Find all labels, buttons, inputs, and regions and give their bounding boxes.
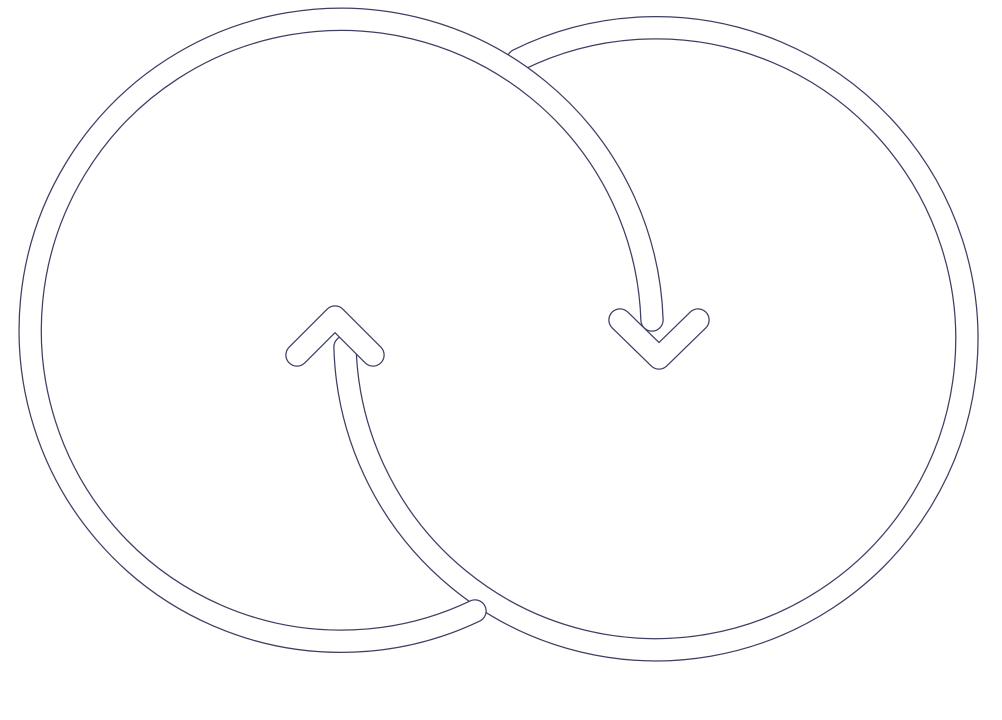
up-arrow [285,305,385,367]
left-ring-body [19,8,663,652]
right-ring-body [334,17,978,661]
outline-layer [18,7,979,662]
down-arrow-body [609,309,709,369]
right-ring [333,16,979,662]
left-ring [18,7,664,653]
up-arrow-body [286,306,384,366]
down-arrow [608,308,710,370]
